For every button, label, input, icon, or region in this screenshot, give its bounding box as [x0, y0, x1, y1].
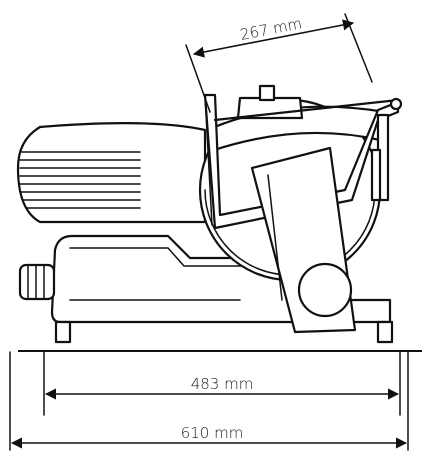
carriage-wheel: [297, 262, 353, 318]
dim-base-label: 483 mm: [191, 375, 254, 393]
dim-overall: 610 mm: [9, 351, 409, 451]
foot-right: [376, 320, 394, 344]
thickness-knob: [18, 263, 56, 301]
dim-blade-ext-left: [185, 44, 211, 113]
slicer-machine: [16, 84, 403, 344]
sharpener-cap: [258, 84, 276, 102]
dim-base: 483 mm: [43, 351, 401, 416]
motor-housing: [16, 122, 207, 224]
foot-left: [54, 320, 72, 344]
dim-overall-label: 610 mm: [181, 424, 244, 442]
dim-blade-arrow: [192, 19, 355, 58]
housing-ribs: [19, 151, 141, 209]
